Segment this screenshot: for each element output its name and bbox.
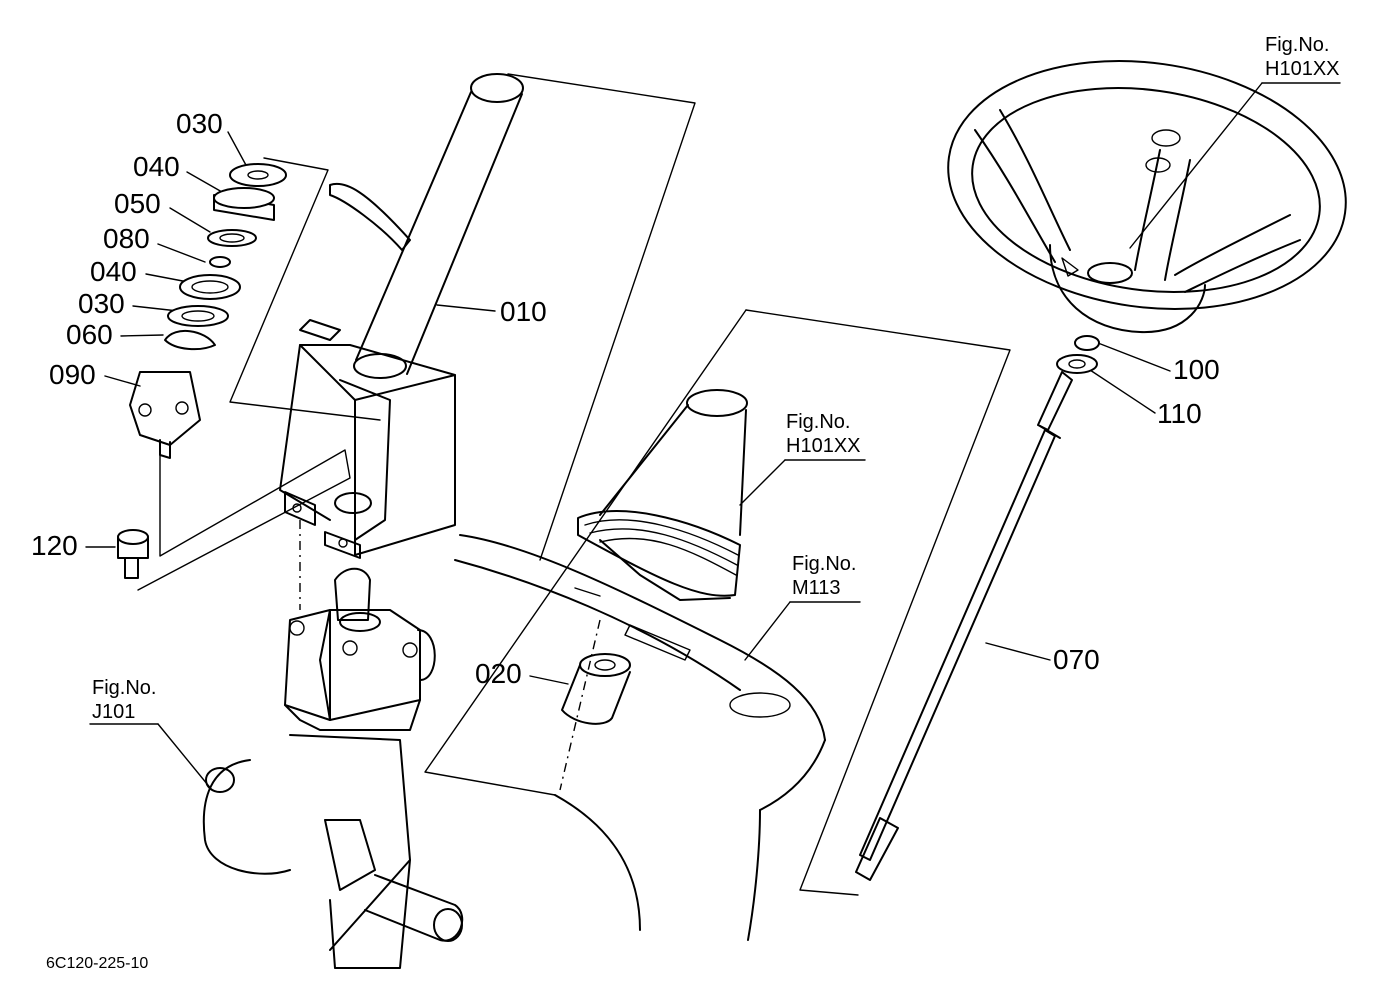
part-label-020: 020: [475, 658, 522, 689]
part-label-100: 100: [1173, 354, 1220, 385]
part-label-030-lower: 030: [78, 288, 125, 319]
splined-bush: [560, 620, 630, 790]
figref-boot: Fig.No. H101XX: [786, 410, 861, 458]
part-label-040-lower: 040: [90, 256, 137, 287]
steering-gearbox: [204, 520, 462, 968]
grease-nipple: [118, 530, 148, 578]
figref-boot-line1: Fig.No.: [786, 411, 851, 433]
figref-gearbox-line2: J101: [92, 701, 136, 723]
part-label-050: 050: [114, 188, 161, 219]
figref-panel-line1: Fig.No.: [792, 553, 857, 575]
column-tube: [354, 74, 523, 378]
steering-shaft: [856, 336, 1099, 880]
figref-panel: Fig.No. M113: [792, 552, 856, 600]
part-label-060: 060: [66, 319, 113, 350]
part-label-120: 120: [31, 530, 78, 561]
figref-panel-line2: M113: [792, 577, 841, 599]
part-label-010: 010: [500, 296, 547, 327]
part-label-110: 110: [1157, 398, 1202, 429]
drawing-code: 6C120-225-10: [46, 955, 149, 972]
figref-steering-wheel: Fig.No. H101XX: [1265, 33, 1340, 81]
column-boot: [578, 390, 747, 600]
bearing-pack: [130, 164, 286, 458]
part-label-070: 070: [1053, 644, 1100, 675]
figref-boot-line2: H101XX: [786, 435, 861, 457]
group-frames: [138, 74, 1010, 895]
part-label-030-upper: 030: [176, 108, 223, 139]
steering-wheel: [932, 36, 1362, 333]
figref-steering-wheel-line1: Fig.No.: [1265, 34, 1330, 56]
part-label-040-upper: 040: [133, 151, 180, 182]
figref-gearbox: Fig.No. J101: [92, 676, 156, 724]
figref-steering-wheel-line2: H101XX: [1265, 58, 1340, 80]
dash-panel: [455, 535, 825, 940]
figref-gearbox-line1: Fig.No.: [92, 677, 157, 699]
column-bracket: [280, 184, 455, 558]
part-label-090: 090: [49, 359, 96, 390]
part-label-080: 080: [103, 223, 150, 254]
leader-lines: [86, 83, 1340, 790]
